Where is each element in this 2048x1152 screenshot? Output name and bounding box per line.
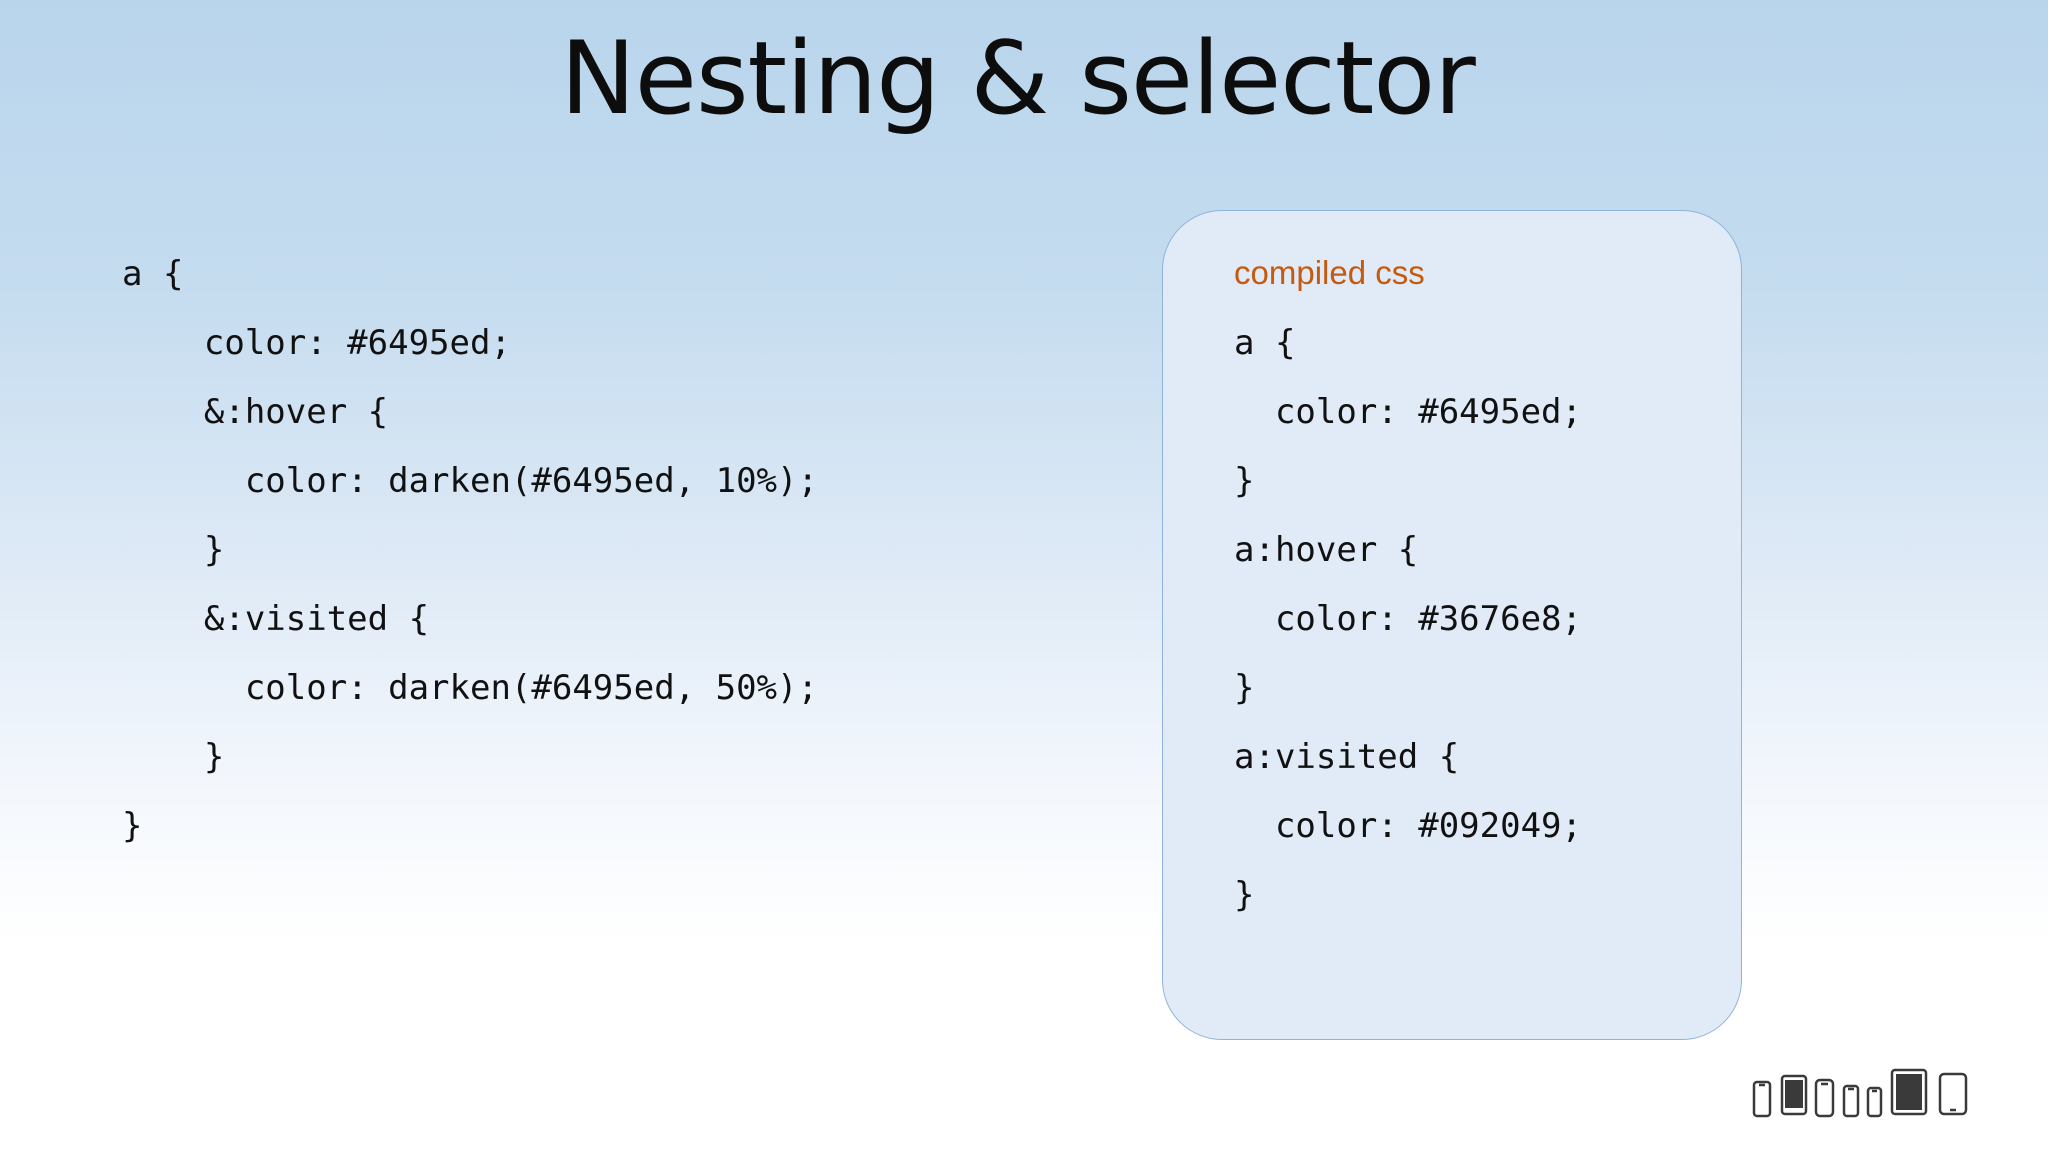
code-line: }	[122, 737, 225, 777]
slide-title: Nesting & selector	[560, 19, 1475, 137]
code-line: a {	[122, 254, 184, 294]
code-line: &:visited {	[122, 599, 430, 639]
code-line: }	[1234, 461, 1255, 501]
code-line: color: #3676e8;	[1234, 599, 1582, 639]
compiled-css-panel	[1162, 210, 1742, 1040]
code-line: }	[122, 806, 143, 846]
phone-icon	[1814, 1078, 1835, 1118]
code-line: }	[122, 530, 225, 570]
code-line: color: #092049;	[1234, 806, 1582, 846]
code-line: color: darken(#6495ed, 10%);	[122, 461, 818, 501]
tablet-icon	[1890, 1068, 1928, 1116]
code-line: color: #6495ed;	[122, 323, 511, 363]
device-icons	[1752, 1068, 2002, 1124]
compiled-css-label: compiled css	[1234, 254, 1425, 291]
code-line: color: #6495ed;	[1234, 392, 1582, 432]
code-line: }	[1234, 875, 1255, 915]
code-line: a:hover {	[1234, 530, 1419, 570]
tablet-icon	[1780, 1074, 1808, 1116]
phone-icon	[1752, 1080, 1772, 1118]
compiled-css-code: a { color: #6495ed; } a:hover { color: #…	[1234, 0, 1582, 912]
code-line: color: darken(#6495ed, 50%);	[122, 668, 818, 708]
code-line: }	[1234, 668, 1255, 708]
code-line: a {	[1234, 323, 1296, 363]
tablet-icon	[1938, 1072, 1968, 1116]
code-line: &:hover {	[122, 392, 389, 432]
scss-source-code: a { color: #6495ed; &:hover { color: dar…	[122, 0, 818, 843]
phone-icon	[1866, 1086, 1883, 1118]
code-line: a:visited {	[1234, 737, 1460, 777]
phone-icon	[1842, 1084, 1860, 1118]
